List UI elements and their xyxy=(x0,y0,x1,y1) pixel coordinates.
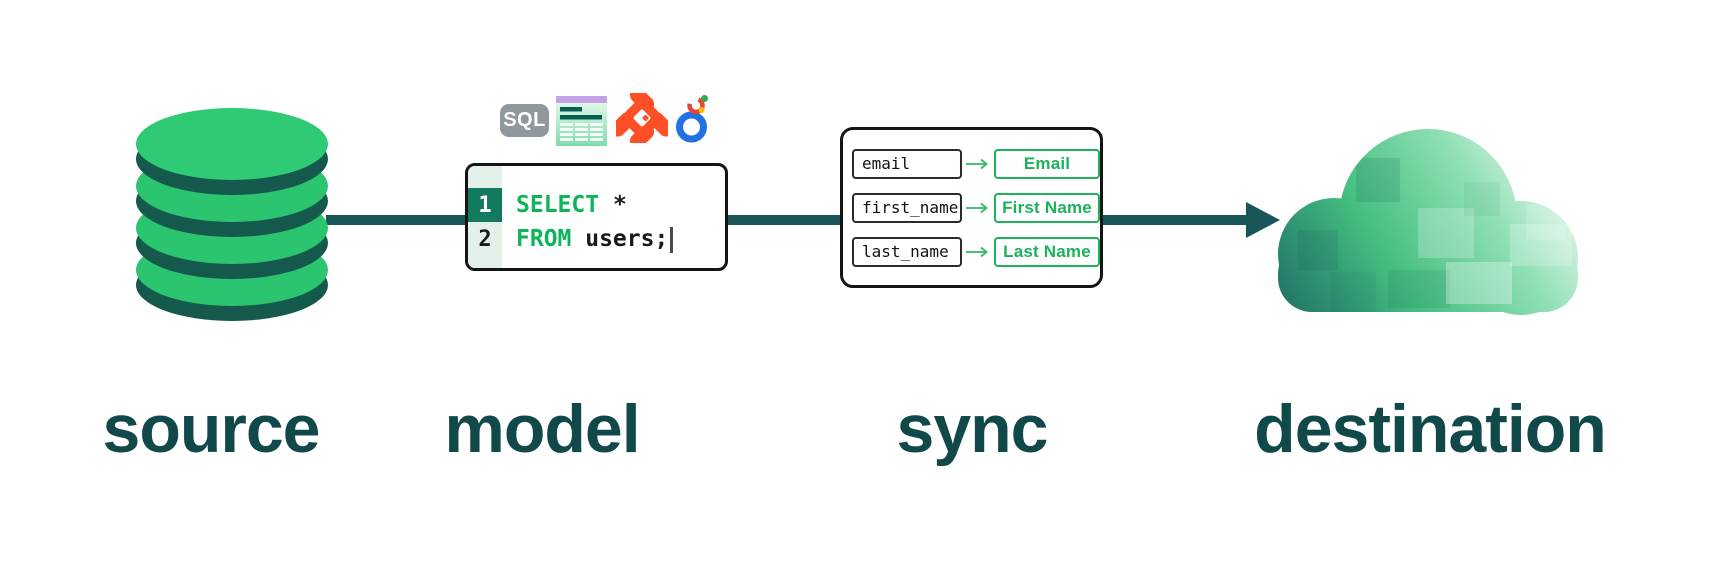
sql-keyword: FROM xyxy=(516,226,572,252)
spreadsheet-icon xyxy=(556,96,607,146)
source-field-chip: email xyxy=(852,148,963,179)
sql-model-code-block: 1 2 SELECT * FROM users; xyxy=(465,163,728,271)
destination-field-chip: Last Name xyxy=(994,236,1100,267)
line-number-active: 1 xyxy=(468,188,502,222)
pixel-squares xyxy=(1298,158,1572,312)
stage-label-source: source xyxy=(102,391,321,467)
cloud-icon xyxy=(1278,129,1578,315)
mapping-arrow-icon xyxy=(966,202,988,213)
mapping-arrow-icon xyxy=(966,158,988,169)
connector-line-model-sync xyxy=(727,215,843,225)
arrowhead-icon xyxy=(1246,202,1280,238)
mapping-row: email Email xyxy=(852,148,1100,179)
stage-label-model: model xyxy=(444,391,640,467)
dbt-icon xyxy=(616,93,668,143)
sql-text: users; xyxy=(571,226,669,252)
destination-field-chip: First Name xyxy=(994,192,1100,223)
line-number: 2 xyxy=(478,226,492,252)
mapping-row: last_name Last Name xyxy=(852,236,1100,267)
code-area: SELECT * FROM users; xyxy=(502,166,674,268)
cloud-body xyxy=(1278,129,1578,315)
mapping-arrow-icon xyxy=(966,246,988,257)
source-field-chip: first_name xyxy=(852,192,963,223)
connector-line-source-model xyxy=(326,215,468,225)
database-disk xyxy=(136,108,328,195)
text-cursor xyxy=(670,226,674,253)
sql-badge: SQL xyxy=(500,104,549,137)
database-icon xyxy=(136,108,328,321)
code-line-2: FROM users; xyxy=(516,222,674,256)
stage-label-sync: sync xyxy=(896,391,1049,467)
code-line-gutter: 1 2 xyxy=(468,166,502,268)
destination-field-chip: Email xyxy=(994,148,1100,179)
mapping-row: first_name First Name xyxy=(852,192,1100,223)
sql-keyword: SELECT xyxy=(516,192,600,218)
sql-text: * xyxy=(599,192,627,218)
source-field-chip: last_name xyxy=(852,236,963,267)
code-line-1: SELECT * xyxy=(516,188,673,222)
stage-label-destination: destination xyxy=(1254,391,1607,467)
field-mapping-box: email Email first_name First Name last_n… xyxy=(840,127,1103,288)
looker-icon xyxy=(676,95,708,143)
connector-line-sync-destination xyxy=(1100,215,1250,225)
